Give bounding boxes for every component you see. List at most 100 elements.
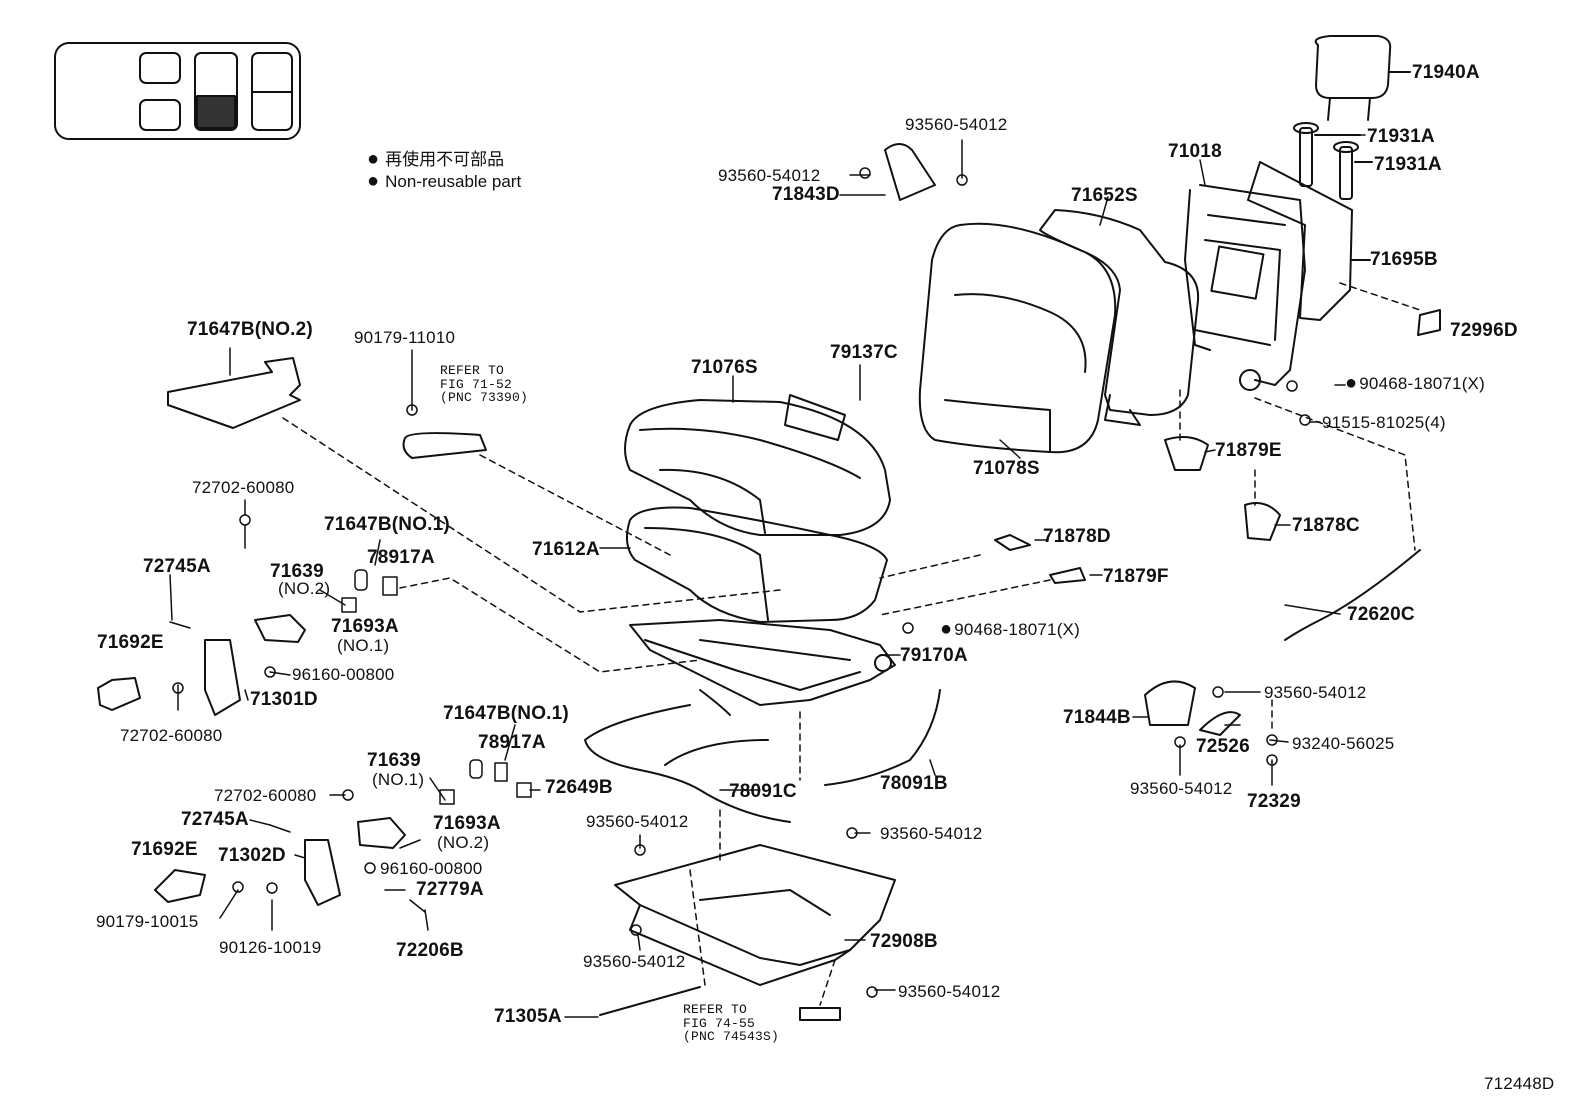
seat-cushion-cover [624,394,891,536]
part-label[interactable]: 78917A [367,547,435,568]
mat-71647B-no2 [167,357,301,429]
cover-71843D [884,143,936,201]
part-label[interactable]: 78091C [729,781,797,802]
clip-71878D [994,534,1031,551]
cover-71878C [1244,502,1281,541]
hinge-71302D [304,839,341,906]
vehicle-seat-location-key [54,42,301,140]
part-label[interactable]: 72702-60080 [214,786,317,805]
part-label[interactable]: 90179-11010 [354,328,456,347]
part-label[interactable]: 71879E [1215,440,1282,461]
part-label[interactable]: 71076S [691,357,758,378]
part-label[interactable]: 79137C [830,342,898,363]
refer-line: FIG 74-55 [683,1015,756,1031]
refer-line: FIG 71-52 [440,376,513,392]
part-label[interactable]: 71639 [270,561,324,582]
part-label[interactable]: 71612A [532,539,600,560]
non-reusable-bullet-icon: ● [367,148,380,170]
part-label[interactable]: 90468-18071(X) [940,619,1080,639]
part-label[interactable]: 71878C [1292,515,1360,536]
part-label[interactable]: 96160-00800 [380,859,483,878]
part-label: (NO.2) [437,833,490,852]
part-label[interactable]: 72996D [1450,320,1518,341]
part-label[interactable]: 71301D [250,689,318,710]
part-label[interactable]: 79170A [900,645,968,666]
part-label[interactable]: 71078S [973,458,1040,479]
part-label[interactable]: 96160-00800 [292,665,395,684]
part-label[interactable]: 72206B [396,940,464,961]
seatback-cushion [918,222,1117,454]
part-label[interactable]: 71639 [367,750,421,771]
part-label[interactable]: 78091B [880,773,948,794]
part-label[interactable]: 71647B(NO.2) [187,319,313,340]
part-label[interactable]: 71693A [433,813,501,834]
part-label[interactable]: 72702-60080 [192,478,295,497]
part-label[interactable]: 71940A [1412,62,1480,83]
seat-under-cover [614,844,896,986]
part-label[interactable]: 71843D [772,184,840,205]
headrest [1314,35,1411,121]
part-label[interactable]: 71878D [1043,526,1111,547]
part-label[interactable]: 72620C [1347,604,1415,625]
refer-note-fig-71-52[interactable]: REFER TO FIG 71-52 (PNC 73390) [440,364,528,405]
dashed-reference-lines [282,282,1421,1006]
legend-non-reusable-en: ●Non-reusable part [367,170,521,193]
part-label[interactable]: 93560-54012 [1264,683,1367,702]
part-label[interactable]: 71693A [331,616,399,637]
non-reusable-bullet-icon: ● [367,170,380,192]
seatback-frame [1184,184,1306,391]
part-label[interactable]: 71931A [1374,154,1442,175]
hinge-71301D [204,639,241,716]
part-label[interactable]: 71695B [1370,249,1438,270]
part-label[interactable]: 90468-18071(X) [1345,373,1485,393]
small-parts [97,143,1441,1021]
refer-line: REFER TO [683,1002,748,1017]
part-label[interactable]: 72329 [1247,791,1301,812]
refer-line: (PNC 73390) [440,390,529,406]
part-label[interactable]: 93560-54012 [718,166,821,185]
part-label[interactable]: 71647B(NO.1) [443,703,569,724]
release-cables [584,549,1421,823]
leader-lines [169,134,1366,1018]
part-label: (NO.2) [278,579,331,598]
part-label[interactable]: 71692E [131,839,198,860]
part-label[interactable]: 93240-56025 [1292,734,1395,753]
part-label[interactable]: 78917A [478,732,546,753]
part-label[interactable]: 93560-54012 [880,824,983,843]
part-label[interactable]: 71647B(NO.1) [324,514,450,535]
part-label[interactable]: 72526 [1196,736,1250,757]
part-label[interactable]: 93560-54012 [586,812,689,831]
part-label[interactable]: 93560-54012 [1130,779,1233,798]
part-label[interactable]: 90179-10015 [96,912,199,931]
bracket-71693A-no1 [254,614,306,643]
seatback-board [1247,161,1371,321]
label-74543S [799,1007,841,1021]
part-label[interactable]: 72649B [545,777,613,798]
part-label[interactable]: 72745A [181,809,249,830]
part-label[interactable]: 71652S [1071,185,1138,206]
part-label[interactable]: 72908B [870,931,938,952]
part-label[interactable]: 91515-81025(4) [1322,413,1446,432]
part-label[interactable]: 93560-54012 [898,982,1001,1001]
cover-71692E-upper [97,677,141,711]
part-label[interactable]: 90126-10019 [219,938,322,957]
part-label[interactable]: 71692E [97,632,164,653]
part-label[interactable]: 72702-60080 [120,726,223,745]
part-label[interactable]: 72779A [416,879,484,900]
part-label[interactable]: 71844B [1063,707,1131,728]
part-label[interactable]: 71302D [218,845,286,866]
part-label: (NO.1) [372,770,425,789]
refer-note-fig-74-55[interactable]: REFER TO FIG 74-55 (PNC 74543S) [683,1003,779,1044]
part-label[interactable]: 71879F [1103,566,1169,587]
legend-non-reusable-jp: ●再使用不可部品 [367,145,504,171]
part-label[interactable]: 71018 [1168,141,1222,162]
fasteners [169,167,1311,998]
part-label[interactable]: 93560-54012 [583,952,686,971]
part-label[interactable]: 72745A [143,556,211,577]
cover-71844B [1144,680,1196,726]
bracket-71693A-no2 [357,817,406,849]
part-label[interactable]: 71305A [494,1006,562,1027]
part-label[interactable]: 71931A [1367,126,1435,147]
part-label[interactable]: 93560-54012 [905,115,1008,134]
seat-cushion-pad [625,506,888,623]
